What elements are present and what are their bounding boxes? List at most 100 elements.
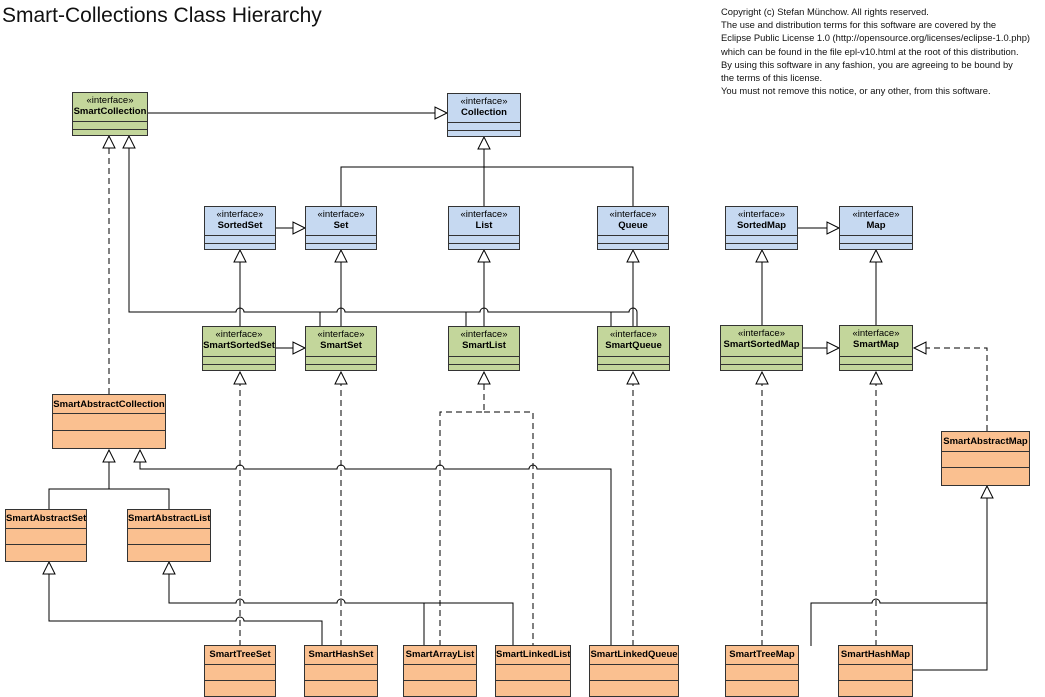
arrow-head [755, 248, 769, 263]
edge-smartinterfaces-to-smartcollection [128, 148, 638, 327]
node-smartlist: «interface» SmartList [448, 326, 520, 371]
node-map: «interface» Map [839, 206, 913, 250]
node-name: SmartAbstractSet [6, 513, 87, 524]
node-name: SmartSet [320, 340, 362, 351]
node-name: Set [333, 220, 349, 231]
node-smartabstractcollection: SmartAbstractCollection [52, 394, 166, 449]
stereotype-label: «interface» [460, 96, 508, 107]
arrow-head [477, 248, 491, 263]
node-smartset: «interface» SmartSet [305, 326, 377, 371]
node-name: SmartHashMap [840, 649, 911, 660]
node-smartabstractset: SmartAbstractSet [5, 509, 87, 562]
node-smarthashset: SmartHashSet [304, 645, 378, 697]
node-smartlinkedqueue: SmartLinkedQueue [589, 645, 679, 697]
node-list: «interface» List [448, 206, 520, 250]
node-smartmap: «interface» SmartMap [839, 325, 913, 371]
arrow-head [626, 248, 640, 263]
stereotype-label: «interface» [852, 328, 900, 339]
arrow-head [292, 221, 307, 235]
edge-interfaces-to-collection [340, 149, 634, 207]
copyright-line: You must not remove this notice, or any … [721, 85, 991, 97]
stereotype-label: «interface» [216, 209, 264, 220]
copyright-notice: Copyright (c) Stefan Münchow. All rights… [721, 5, 1043, 97]
copyright-line: Eclipse Public License 1.0 (http://opens… [721, 32, 1031, 44]
arrow-head [162, 560, 176, 575]
node-smartarraylist: SmartArrayList [403, 645, 477, 697]
node-name: SmartSortedMap [723, 339, 800, 350]
stereotype-label: «interface» [215, 329, 263, 340]
node-smartabstractlist: SmartAbstractList [127, 509, 211, 562]
node-smartabstractmap: SmartAbstractMap [941, 431, 1030, 486]
arrow-head [869, 248, 883, 263]
arrow-head [912, 341, 927, 355]
node-smartqueue: «interface» SmartQueue [597, 326, 670, 371]
arrow-head [233, 370, 247, 385]
node-name: SmartArrayList [405, 649, 475, 660]
stereotype-label: «interface» [460, 329, 508, 340]
copyright-line: Copyright (c) Stefan Münchow. All rights… [721, 6, 929, 17]
node-sortedset: «interface» SortedSet [204, 206, 276, 250]
arrow-head [334, 248, 348, 263]
node-name: SmartTreeSet [209, 649, 271, 660]
node-name: SmartTreeMap [729, 649, 795, 660]
arrow-head [122, 134, 136, 149]
node-name: List [475, 220, 493, 231]
copyright-line: the terms of this license. [721, 72, 823, 84]
node-set: «interface» Set [305, 206, 377, 250]
node-name: SortedMap [736, 220, 787, 231]
node-smarttreeset: SmartTreeSet [204, 645, 276, 697]
node-name: SmartQueue [605, 340, 662, 351]
arrow-head [826, 341, 841, 355]
stereotype-label: «interface» [737, 209, 785, 220]
edge-queue-to-abstractcollection [139, 462, 612, 646]
edge-set-impls-to-abstractset [48, 574, 323, 646]
edge-list-impls-to-abstractlist [168, 574, 514, 646]
stereotype-label: «interface» [317, 329, 365, 340]
arrow-head [980, 484, 994, 499]
arrow-head [434, 106, 449, 120]
node-name: SmartAbstractList [128, 513, 211, 524]
node-name: SmartMap [853, 339, 899, 350]
arrow-head [826, 221, 841, 235]
edge-map-impls-to-abstractmap [810, 498, 988, 671]
edge-abstractset-list-to-abstractcollection [48, 462, 170, 510]
node-name: Collection [461, 107, 507, 118]
arrow-head [292, 341, 307, 355]
arrow-head [42, 560, 56, 575]
node-name: SmartAbstractMap [943, 436, 1028, 447]
node-smartcollection: «interface» SmartCollection [72, 92, 148, 136]
node-name: SmartHashSet [308, 649, 374, 660]
stereotype-label: «interface» [460, 209, 508, 220]
node-name: Map [866, 220, 886, 231]
arrow-head [869, 370, 883, 385]
node-smarttreemap: SmartTreeMap [725, 645, 799, 697]
arrow-head [477, 370, 491, 385]
node-name: SmartLinkedQueue [590, 649, 678, 660]
arrow-head [626, 370, 640, 385]
copyright-line: The use and distribution terms for this … [721, 19, 997, 31]
arrow-head [755, 370, 769, 385]
node-smarthashmap: SmartHashMap [838, 645, 913, 697]
node-name: SortedSet [217, 220, 263, 231]
copyright-line: which can be found in the file epl-v10.h… [721, 45, 1019, 57]
node-smartsortedmap: «interface» SmartSortedMap [720, 325, 803, 371]
realization-lists-smartlist [439, 384, 534, 646]
node-name: SmartLinkedList [496, 649, 571, 660]
node-name: SmartCollection [73, 106, 147, 117]
stereotype-label: «interface» [609, 209, 657, 220]
node-name: Queue [618, 220, 648, 231]
arrow-head [102, 448, 116, 463]
page-title: Smart-Collections Class Hierarchy [2, 4, 322, 27]
arrow-head [133, 448, 147, 463]
stereotype-label: «interface» [86, 95, 134, 106]
node-name: SmartList [462, 340, 506, 351]
stereotype-label: «interface» [737, 328, 785, 339]
arrow-head [233, 248, 247, 263]
copyright-line: By using this software in any fashion, y… [721, 58, 1013, 70]
node-name: SmartAbstractCollection [53, 399, 165, 410]
stereotype-label: «interface» [609, 329, 657, 340]
realization-abstractmap-smartmap [926, 347, 988, 431]
arrow-head [102, 134, 116, 149]
node-name: SmartSortedSet [203, 340, 275, 351]
